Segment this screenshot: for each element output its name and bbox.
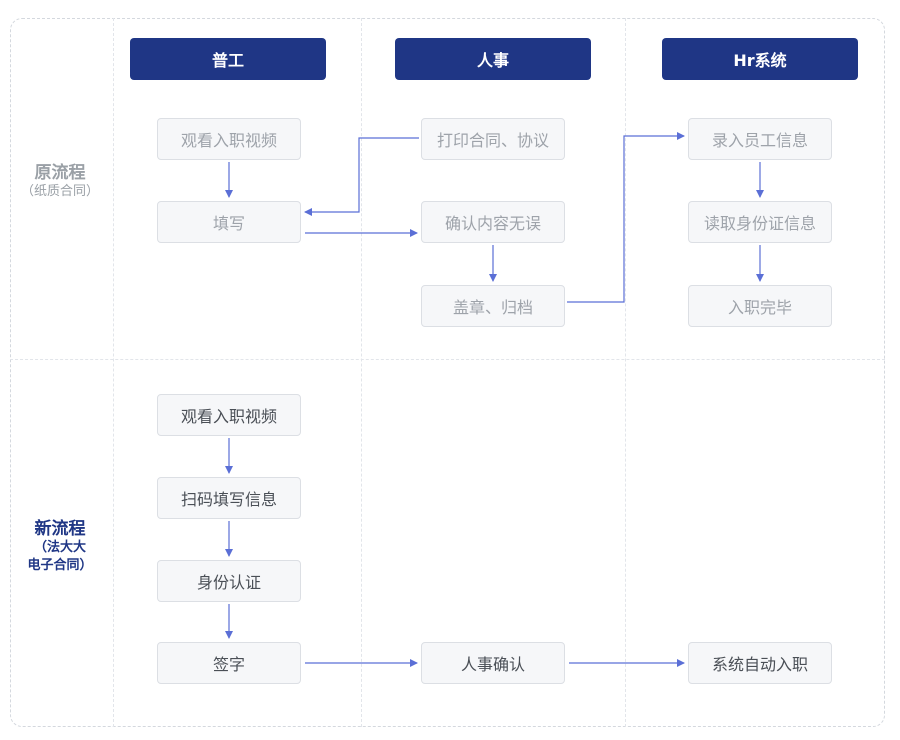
node-old-stamp: 盖章、归档 <box>421 285 565 327</box>
row-label-new: 新流程 （法大大 电子合同） <box>10 514 110 575</box>
row-label-new-title: 新流程 <box>34 519 86 539</box>
arrow-old-stamp-to-enter <box>567 132 685 303</box>
node-old-enter-info: 录入员工信息 <box>688 118 832 160</box>
node-old-read-id: 读取身份证信息 <box>688 201 832 243</box>
node-old-done: 入职完毕 <box>688 285 832 327</box>
node-new-id-verify: 身份认证 <box>157 560 301 602</box>
node-new-sign: 签字 <box>157 642 301 684</box>
column-divider-3 <box>625 18 626 727</box>
row-label-old-title: 原流程 <box>34 163 86 183</box>
column-header-hr-system: Hr系统 <box>662 38 858 80</box>
node-new-auto-onboard: 系统自动入职 <box>688 642 832 684</box>
row-label-new-subtitle-1: （法大大 <box>33 540 86 555</box>
row-label-old-subtitle: （纸质合同） <box>20 184 99 199</box>
row-label-new-subtitle-2: 电子合同） <box>27 558 93 573</box>
column-header-hr: 人事 <box>395 38 591 80</box>
column-header-worker: 普工 <box>130 38 326 80</box>
arrow-old-print-to-fill <box>304 137 419 216</box>
column-divider-1 <box>113 18 114 727</box>
node-old-print: 打印合同、协议 <box>421 118 565 160</box>
diagram-frame <box>10 18 885 727</box>
node-old-confirm: 确认内容无误 <box>421 201 565 243</box>
column-divider-2 <box>361 18 362 727</box>
node-old-watch-video: 观看入职视频 <box>157 118 301 160</box>
row-divider <box>10 359 885 360</box>
node-new-hr-confirm: 人事确认 <box>421 642 565 684</box>
node-new-watch-video: 观看入职视频 <box>157 394 301 436</box>
node-new-scan-fill: 扫码填写信息 <box>157 477 301 519</box>
node-old-fill: 填写 <box>157 201 301 243</box>
row-label-old: 原流程 （纸质合同） <box>10 158 110 201</box>
